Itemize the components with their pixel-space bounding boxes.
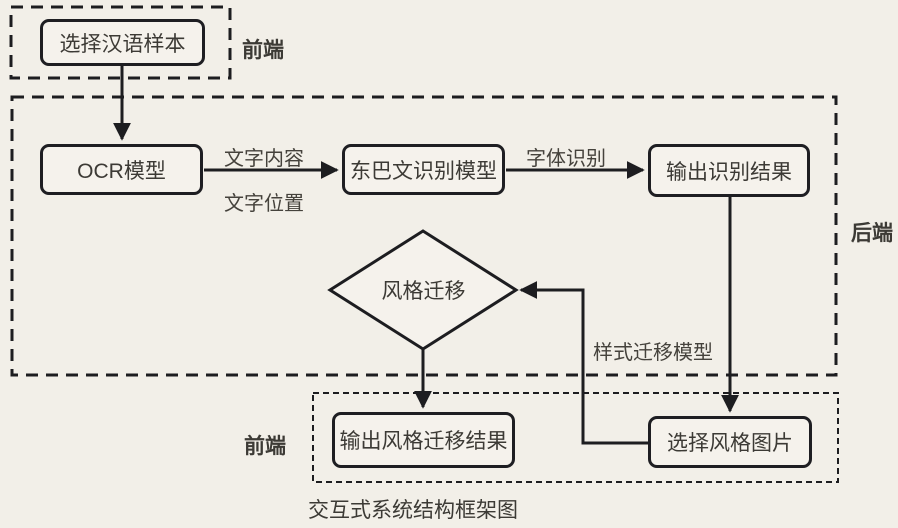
- node-output-style-transfer-result: 输出风格迁移结果: [332, 412, 515, 468]
- region-frontend-top-border: [9, 5, 232, 80]
- region-frontend-bottom-border: [312, 392, 839, 483]
- node-output-recognition-result: 输出识别结果: [648, 144, 810, 197]
- node-dongba-recognition-model: 东巴文识别模型: [342, 144, 505, 195]
- region-label-backend: 后端: [851, 222, 893, 245]
- diagram-caption: 交互式系统结构框架图: [308, 499, 518, 522]
- region-label-frontend-top: 前端: [242, 39, 284, 62]
- edge-label-style-transfer-model: 样式迁移模型: [593, 342, 713, 364]
- connector-style-image-to-diamond: [519, 281, 648, 445]
- edge-label-font-recognition: 字体识别: [526, 148, 606, 170]
- region-backend-border: [10, 95, 838, 377]
- edge-label-text-content: 文字内容: [224, 148, 304, 170]
- node-style-transfer-decision: 风格迁移: [381, 280, 466, 303]
- region-label-frontend-bottom: 前端: [244, 435, 286, 458]
- node-ocr-model: OCR模型: [40, 144, 203, 195]
- node-select-chinese-sample: 选择汉语样本: [40, 19, 205, 66]
- edge-label-text-position: 文字位置: [224, 193, 304, 215]
- decision-diamond-shape: [327, 229, 519, 351]
- node-select-style-image: 选择风格图片: [648, 416, 812, 468]
